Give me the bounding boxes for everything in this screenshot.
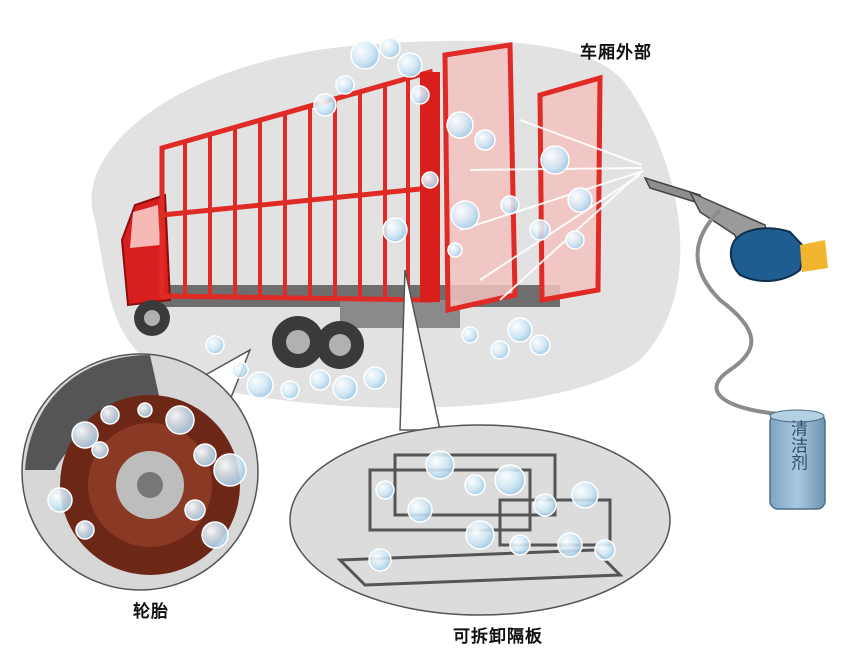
rear-door-left xyxy=(445,45,515,310)
label-tire: 轮胎 xyxy=(133,597,169,622)
label-cargo-exterior: 车厢外部 xyxy=(580,38,652,63)
side-toolbox xyxy=(340,300,460,328)
glove-cuff xyxy=(800,240,828,272)
partition-detail xyxy=(290,425,670,615)
canister-label: 清洁剂 xyxy=(787,419,808,471)
label-removable-partition: 可拆卸隔板 xyxy=(453,622,543,647)
glove xyxy=(731,228,805,281)
rear-door-right xyxy=(540,78,600,300)
